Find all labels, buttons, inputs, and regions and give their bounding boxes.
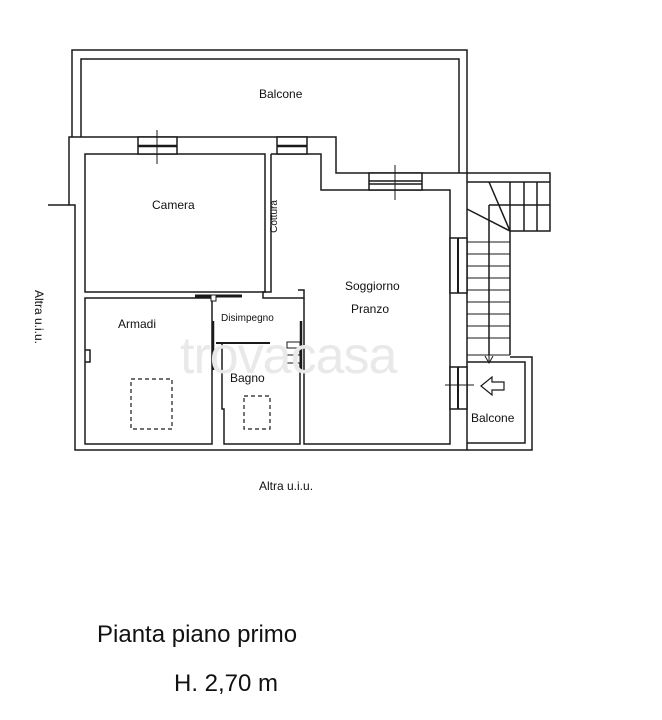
entry-arrow-icon xyxy=(480,375,505,397)
room-label-bagno: Bagno xyxy=(230,371,265,385)
room-label-balcone-top: Balcone xyxy=(259,87,303,101)
room-label-cottura: Cottura xyxy=(268,200,280,233)
balcony-top-outline xyxy=(71,49,468,173)
room-label-armadi: Armadi xyxy=(118,317,157,331)
armadi-room xyxy=(84,297,213,445)
camera-room xyxy=(84,153,266,293)
stairs-outline xyxy=(467,172,551,355)
neighbor-label-left: Altra u.i.u. xyxy=(32,289,47,345)
room-label-balcone-side: Balcone xyxy=(471,411,515,425)
caption-title: Pianta piano primo xyxy=(97,621,298,648)
balcony-side xyxy=(467,356,533,451)
room-label-pranzo: Pranzo xyxy=(351,302,390,316)
cottura-wall xyxy=(271,153,451,445)
room-label-camera: Camera xyxy=(152,198,195,212)
bagno-room xyxy=(221,343,301,445)
neighbor-label-bottom: Altra u.i.u. xyxy=(259,479,314,493)
room-label-disimpegno: Disimpegno xyxy=(221,313,274,324)
caption-height: H. 2,70 m xyxy=(174,670,279,697)
room-label-soggiorno: Soggiorno xyxy=(345,279,400,293)
watermark: trovacasa xyxy=(180,327,397,385)
balcony-top-inner xyxy=(80,58,460,173)
